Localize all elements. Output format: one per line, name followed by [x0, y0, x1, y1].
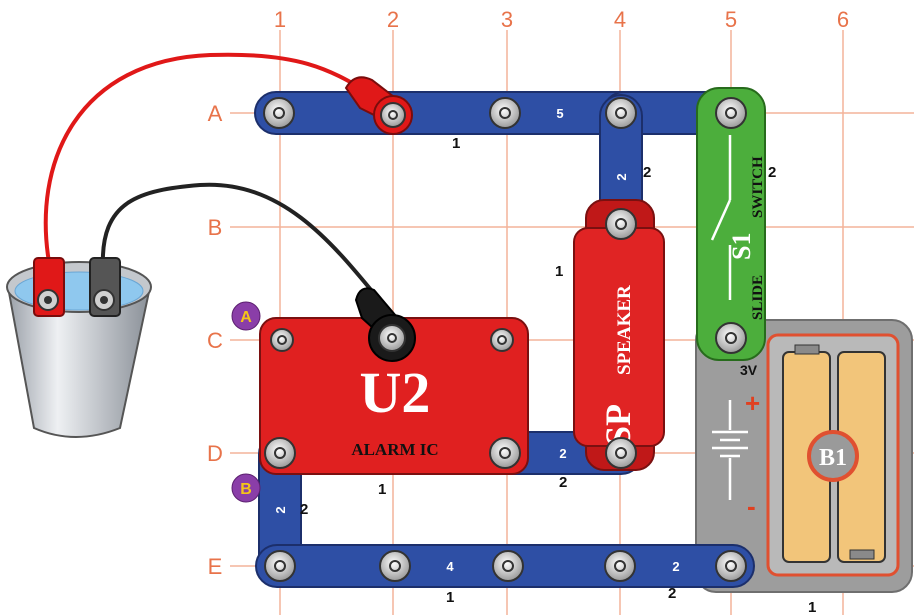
battery-badge: [807, 430, 859, 482]
col-label: 4: [614, 7, 626, 32]
wire-number: 2: [273, 506, 288, 513]
black-probe-plug[interactable]: [354, 287, 416, 362]
wire-number: 2: [672, 559, 679, 574]
snap-e5: [715, 550, 747, 582]
slide-switch[interactable]: SWITCH S1 SLIDE: [696, 87, 766, 361]
marker-b: B: [231, 473, 261, 503]
snap-a1: [263, 97, 295, 129]
snap-d3: [489, 437, 521, 469]
marker-b-label: B: [240, 481, 252, 498]
col-label: 6: [837, 7, 849, 32]
level-number: 2: [559, 474, 567, 491]
level-number: 1: [378, 481, 386, 498]
level-number: 2: [300, 501, 308, 518]
col-label: 3: [501, 7, 513, 32]
switch-code: S1: [727, 233, 756, 260]
speaker-name: SPEAKER: [614, 285, 635, 375]
snap-a4: [605, 97, 637, 129]
level-number: 1: [446, 589, 454, 606]
snap-e4: [604, 550, 636, 582]
black-probe-wire: [100, 182, 378, 298]
switch-symbol: [710, 135, 732, 300]
level-number: 1: [452, 135, 460, 152]
battery-voltage: 3V: [740, 362, 758, 378]
snap-e1: [264, 550, 296, 582]
switch-name-1: SLIDE: [750, 275, 766, 320]
u2-label: U2: [360, 360, 431, 425]
speaker: SP SPEAKER: [573, 199, 665, 471]
marker-a: A: [231, 301, 261, 331]
battery-plus: +: [745, 388, 760, 418]
level-number: 1: [555, 263, 563, 280]
row-label: B: [208, 215, 223, 240]
switch-name-2: SWITCH: [750, 156, 766, 218]
alarm-ic: U2 ALARM IC: [259, 317, 529, 475]
snap-e2: [379, 550, 411, 582]
water-cup: [6, 261, 152, 438]
wire-number: 2: [614, 173, 629, 180]
snap-a5: [715, 97, 747, 129]
battery-symbol: [712, 400, 748, 500]
row-label: D: [207, 441, 223, 466]
battery-minus: -: [747, 491, 756, 521]
level-number: 1: [808, 599, 816, 615]
wire-number: 4: [446, 559, 454, 574]
row-label: A: [208, 101, 223, 126]
u2-sublabel: ALARM IC: [351, 440, 438, 459]
red-probe-wire: [43, 52, 370, 269]
level-number: 2: [668, 585, 676, 602]
level-numbers: 1 2 2 1 1 2 2 1 2 1: [300, 135, 816, 615]
col-label: 1: [274, 7, 286, 32]
battery-holder: B1 3V + -: [695, 319, 913, 593]
snap-u2-c1: [270, 328, 294, 352]
snap-e3: [492, 550, 524, 582]
snaps: [263, 97, 747, 582]
red-probe-plug[interactable]: [344, 76, 413, 135]
wire-a: [254, 91, 646, 135]
col-label: 5: [725, 7, 737, 32]
level-number: 2: [768, 164, 776, 181]
marker-a-label: A: [240, 309, 252, 326]
snap-b4: [605, 208, 637, 240]
wire-number: 5: [556, 106, 563, 121]
snap-d4: [605, 437, 637, 469]
row-label: C: [207, 328, 223, 353]
level-number: 2: [643, 164, 651, 181]
red-clip[interactable]: [33, 257, 65, 317]
snap-d1: [264, 437, 296, 469]
wire-number: 2: [559, 446, 566, 461]
snap-c5: [715, 322, 747, 354]
snap-a3: [489, 97, 521, 129]
row-label: E: [208, 554, 223, 579]
grid-labels: 1 2 3 4 5 6 A B C D E: [207, 7, 849, 579]
snap-u2-c3: [490, 328, 514, 352]
battery-code: B1: [819, 445, 847, 471]
wire-numbers: 5 2 2 2 4 2: [273, 106, 680, 574]
black-clip[interactable]: [89, 257, 121, 317]
col-label: 2: [387, 7, 399, 32]
